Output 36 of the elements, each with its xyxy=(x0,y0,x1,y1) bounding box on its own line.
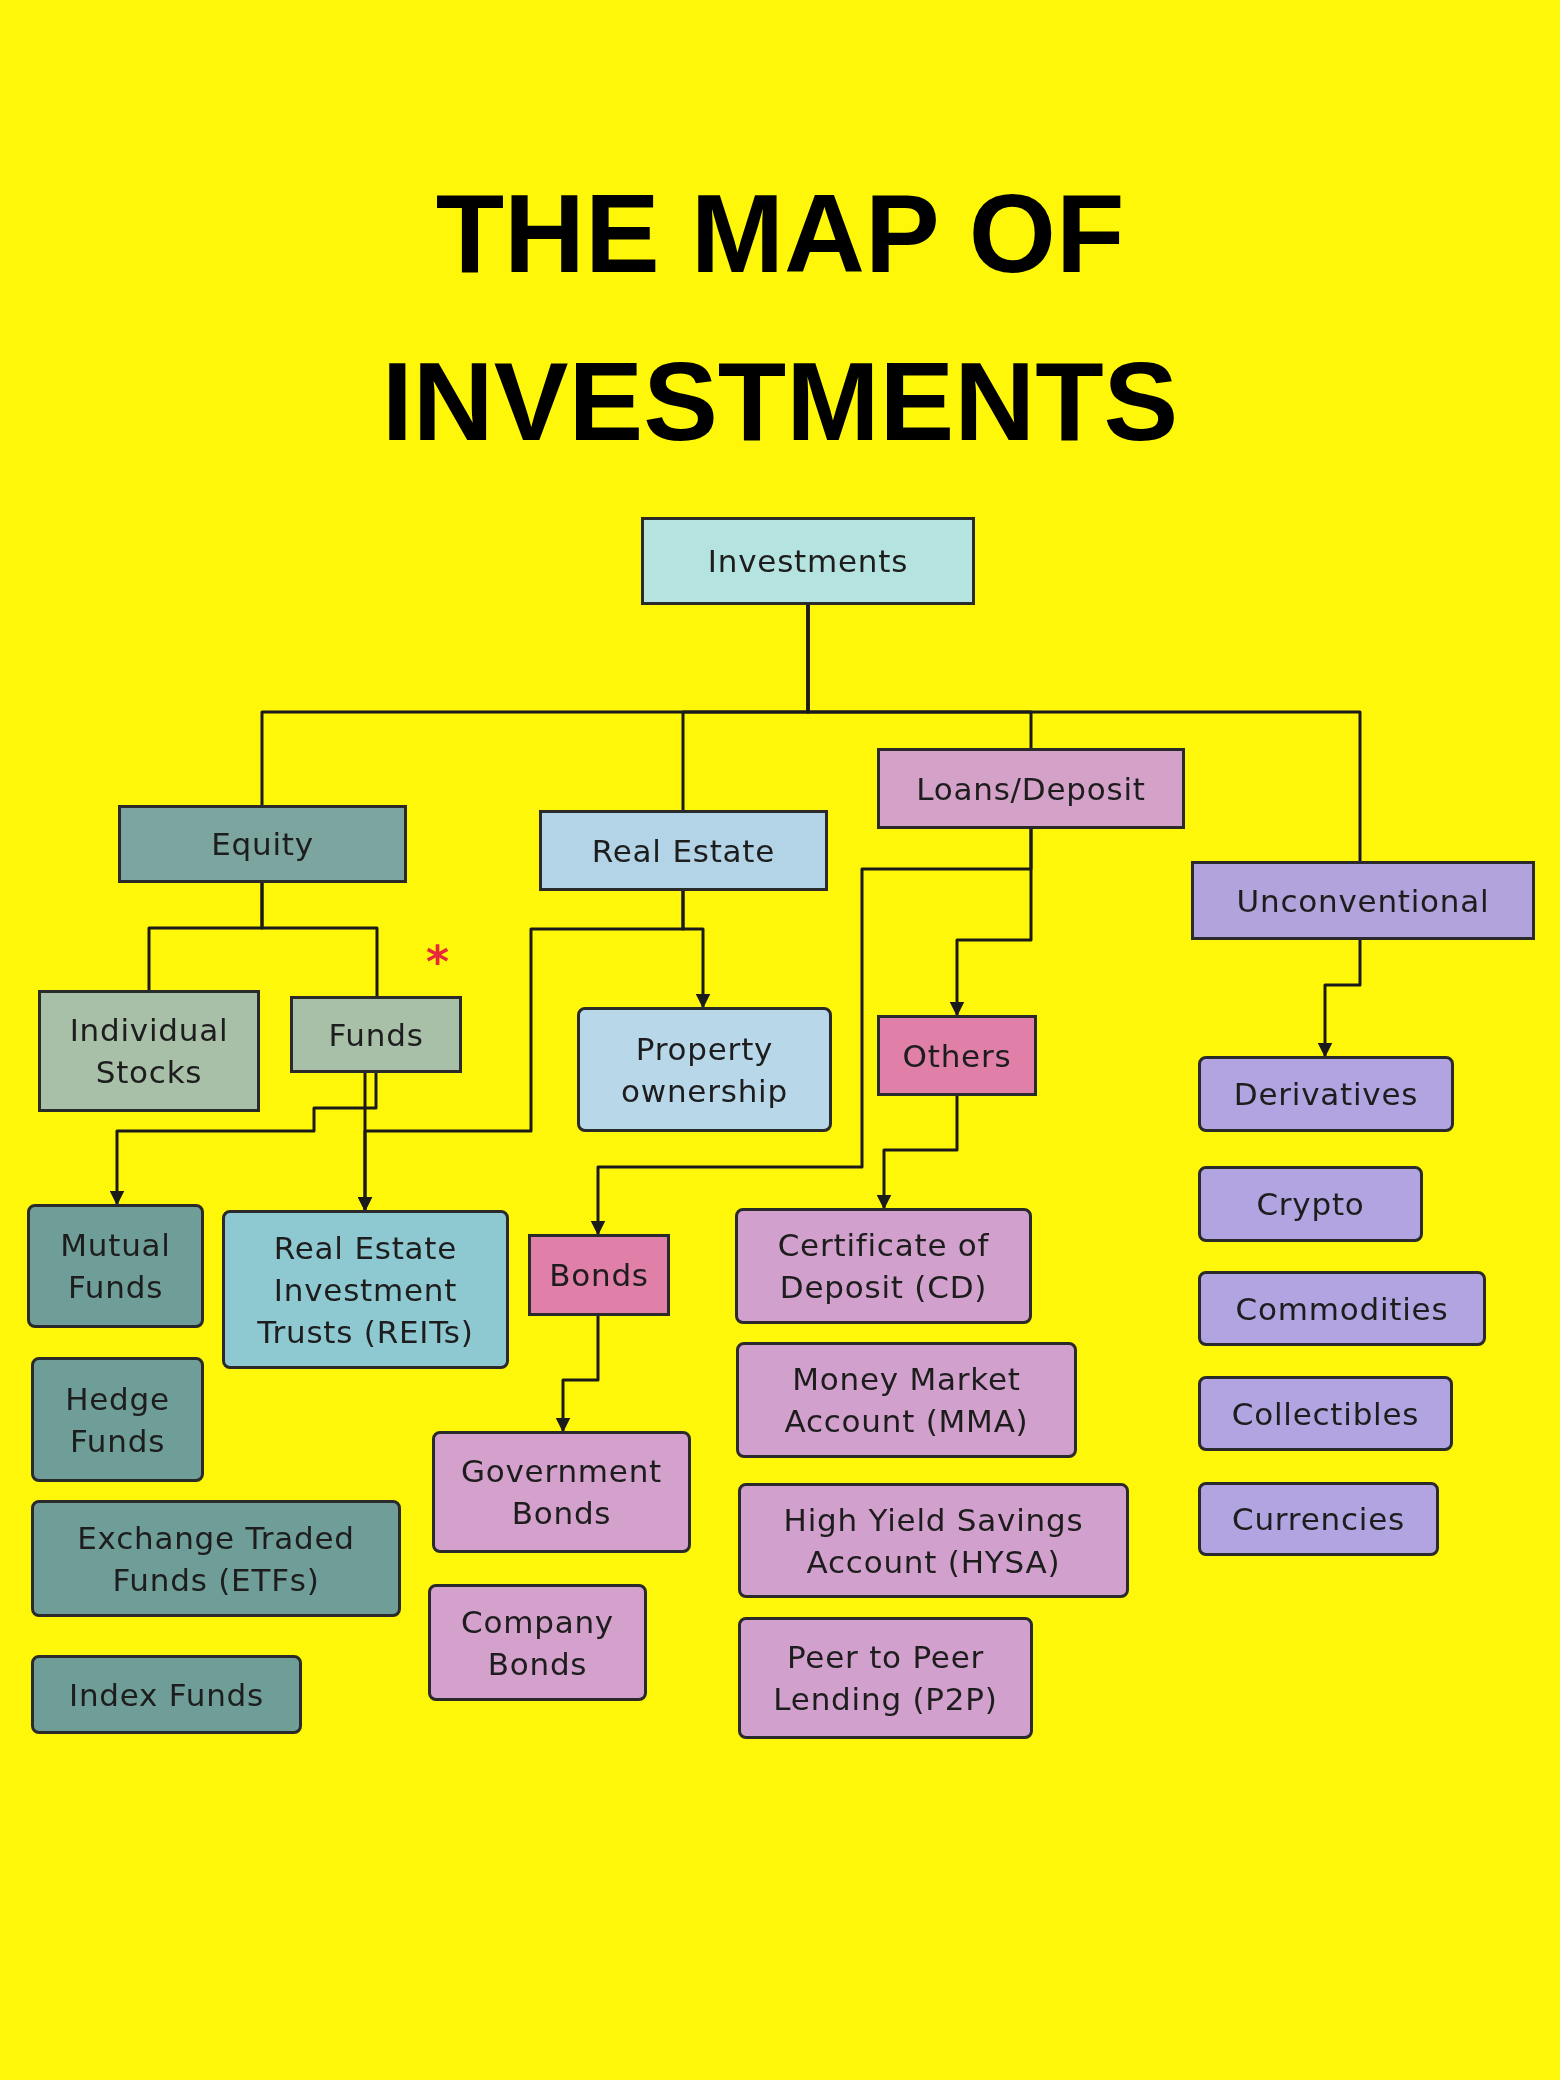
category-box: Government Bonds xyxy=(432,1431,691,1553)
category-box: Exchange Traded Funds (ETFs) xyxy=(31,1500,401,1617)
category-box: Funds xyxy=(290,996,462,1073)
category-box: Peer to Peer Lending (P2P) xyxy=(738,1617,1033,1739)
connector-line xyxy=(260,883,379,996)
category-box: Commodities xyxy=(1198,1271,1486,1346)
category-box: Others xyxy=(877,1015,1037,1096)
category-box: Crypto xyxy=(1198,1166,1423,1242)
category-box: Individual Stocks xyxy=(38,990,260,1112)
category-box: Investments xyxy=(641,517,975,605)
connector-line xyxy=(806,605,1362,861)
category-box: Index Funds xyxy=(31,1655,302,1734)
arrow xyxy=(1317,940,1362,1058)
category-box: Derivatives xyxy=(1198,1056,1454,1132)
arrow xyxy=(109,1073,378,1206)
category-box: Company Bonds xyxy=(428,1584,647,1701)
category-box: Real Estate Investment Trusts (REITs) xyxy=(222,1210,509,1369)
category-box: Certificate of Deposit (CD) xyxy=(735,1208,1032,1324)
asterisk-mark: * xyxy=(426,940,449,984)
category-box: Collectibles xyxy=(1198,1376,1453,1451)
category-box: Mutual Funds xyxy=(27,1204,204,1328)
category-box: Property ownership xyxy=(577,1007,832,1132)
category-box: Currencies xyxy=(1198,1482,1439,1556)
arrow xyxy=(555,1316,600,1433)
arrow xyxy=(681,891,711,1009)
category-box: Unconventional xyxy=(1191,861,1535,940)
title: THE MAP OF INVESTMENTS xyxy=(380,170,1180,466)
category-box: Loans/Deposit xyxy=(877,748,1185,829)
arrow xyxy=(876,1096,959,1210)
arrow xyxy=(949,829,1033,1017)
category-box: Hedge Funds xyxy=(31,1357,204,1482)
category-box: Money Market Account (MMA) xyxy=(736,1342,1077,1458)
category-box: Bonds xyxy=(528,1234,670,1316)
category-box: Equity xyxy=(118,805,407,883)
category-box: Real Estate xyxy=(539,810,828,891)
category-box: High Yield Savings Account (HYSA) xyxy=(738,1483,1129,1598)
